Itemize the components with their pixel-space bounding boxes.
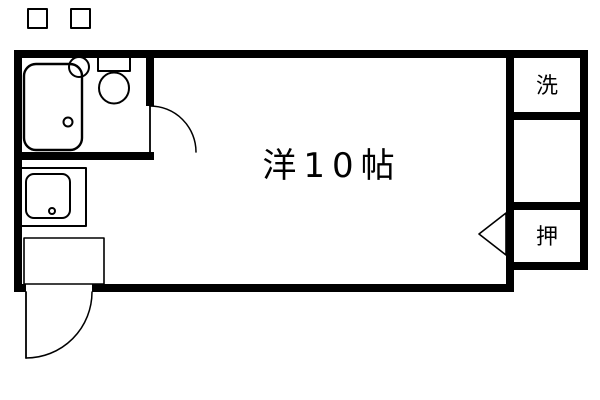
wall-closet-bottom: [506, 262, 588, 270]
toilet-tank-icon: [97, 55, 131, 72]
kitchen-counter-icon: [19, 167, 87, 227]
wall-right-column: [506, 50, 514, 210]
kitchen-drain-icon: [48, 207, 56, 215]
entrance-door-arc-icon: [25, 291, 93, 359]
main-room-label: 洋10帖: [262, 146, 401, 186]
kitchen-sink-icon: [25, 173, 71, 219]
wall-closet-left: [506, 202, 514, 292]
closet-door-icon: [478, 212, 507, 256]
bathtub-drain-icon: [62, 116, 74, 128]
bathroom-door-arc-icon: [149, 105, 197, 153]
wall-left: [14, 50, 22, 292]
labels: 洋10帖 洗 押: [262, 74, 558, 250]
wall-bathroom-bottom: [14, 152, 154, 160]
fixtures: [19, 8, 507, 359]
wall-right: [580, 50, 588, 270]
wall-top: [14, 50, 588, 58]
wall-closet-top: [506, 202, 588, 210]
wall-bottom-left-segment: [14, 284, 26, 292]
closet-label: 押: [536, 225, 558, 250]
wall-laundry-bottom: [506, 112, 588, 120]
laundry-label: 洗: [536, 74, 558, 99]
wash-basin-icon: [68, 56, 90, 78]
toilet-bowl-icon: [98, 71, 130, 105]
wall-bottom-main: [92, 284, 514, 292]
walls: [14, 50, 588, 292]
meter-box-left-icon: [27, 8, 48, 29]
meter-box-right-icon: [70, 8, 91, 29]
wall-bathroom-right: [146, 50, 154, 106]
entrance-floor: [23, 237, 105, 285]
bathtub-icon: [22, 62, 84, 152]
